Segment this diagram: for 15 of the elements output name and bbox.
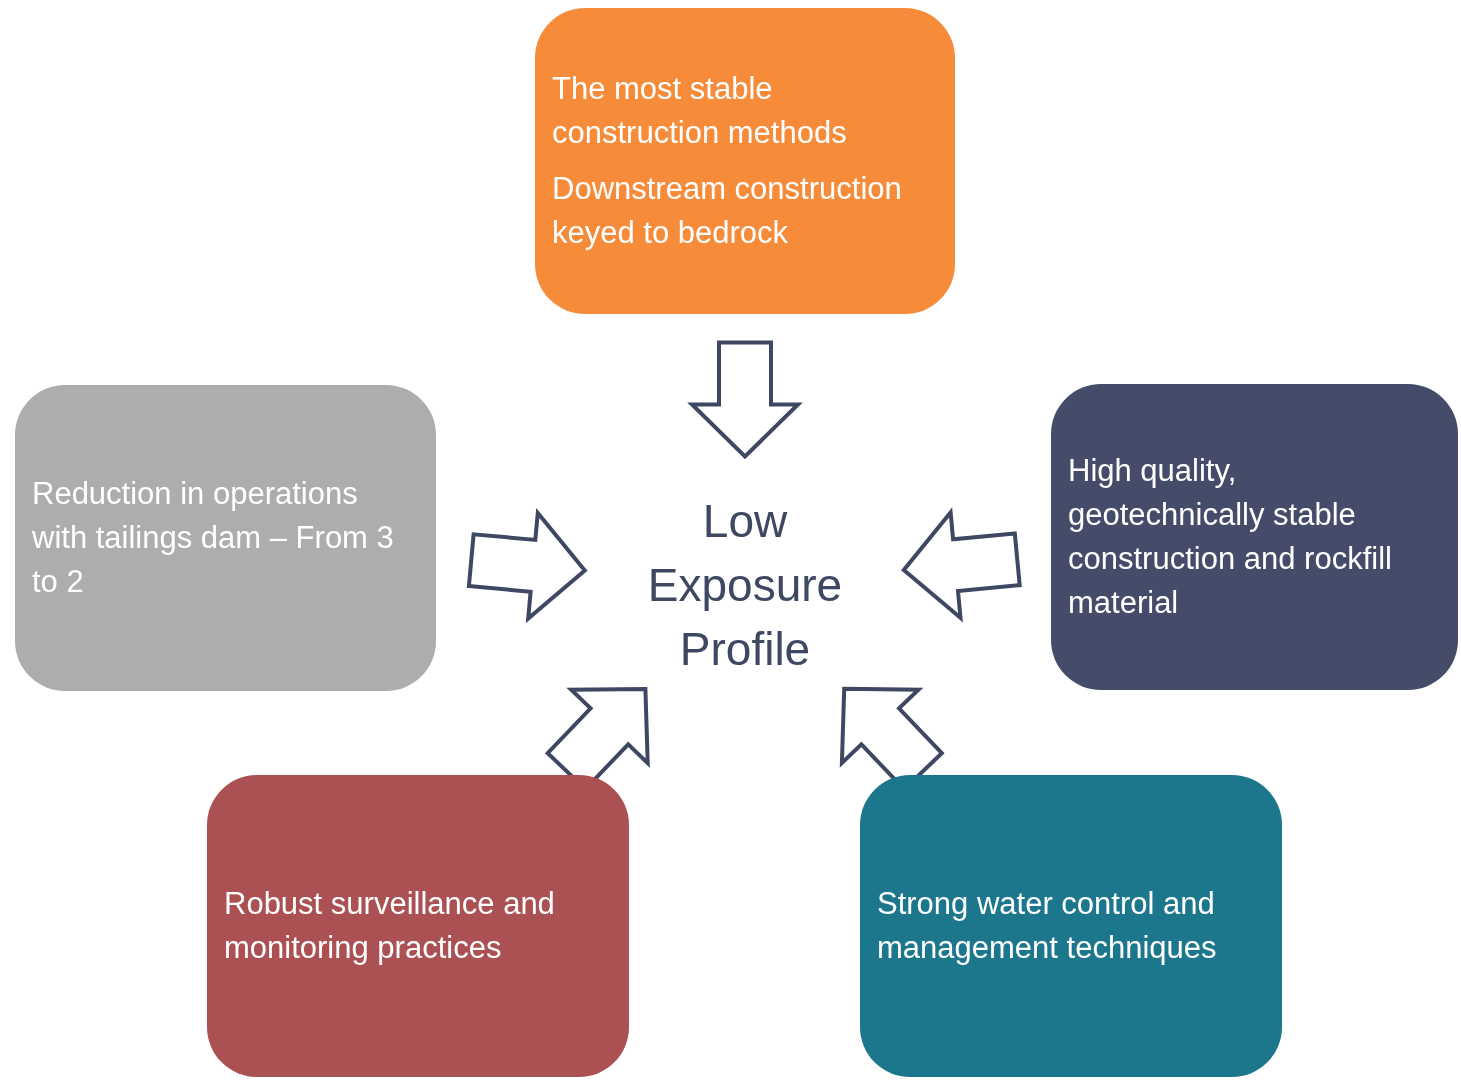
block-arrow: [466, 507, 588, 624]
rounded-box: [860, 775, 1282, 1077]
rounded-box: [207, 775, 629, 1077]
block-arrow: [901, 507, 1022, 623]
box-text: Robust surveillance and monitoring practices: [224, 885, 556, 967]
box-text: High quality, geotechnically stable construction and rockfill material: [1068, 452, 1393, 622]
rounded-box: [535, 8, 955, 314]
box-text: Downstream construction keyed to bedrock: [552, 170, 903, 252]
center-text: Low Exposure Profile: [620, 489, 870, 681]
box-text: Reduction in operations with tailings dam – From 3 to 2: [32, 475, 395, 601]
box-text: Strong water control and management techniques: [877, 885, 1218, 967]
box-text: The most stable construction methods: [552, 70, 848, 152]
rounded-box: [1051, 384, 1458, 690]
block-arrow: [687, 340, 803, 460]
rounded-box: [15, 385, 436, 691]
